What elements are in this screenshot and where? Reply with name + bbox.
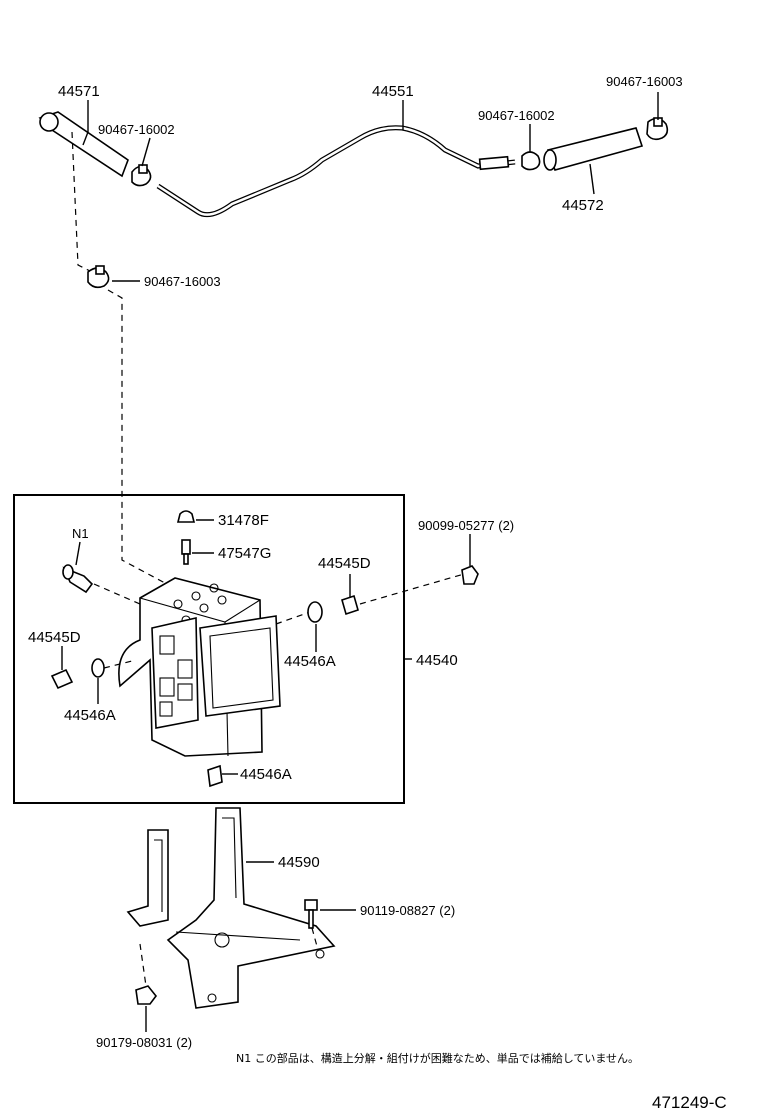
label-note-ref: N1	[72, 526, 89, 541]
label-bleeder: 47547G	[218, 545, 271, 562]
label-cap: 31478F	[218, 512, 269, 529]
label-hose-left: 44571	[58, 83, 100, 100]
label-hose-right: 44572	[562, 197, 604, 214]
gasket-right-part	[307, 601, 323, 623]
leader-n1	[75, 541, 81, 566]
label-actuator-assy: 44540	[416, 652, 458, 669]
leader-hose-right	[589, 163, 595, 195]
route-line-upper	[71, 131, 93, 273]
union-left-part	[50, 668, 74, 690]
clamp-top-right-part	[646, 117, 669, 141]
clamp-right-mid-part	[521, 151, 541, 171]
route-nut-right	[359, 573, 465, 605]
label-tube-main: 44551	[372, 83, 414, 100]
nut-bottom-part	[135, 985, 158, 1005]
label-nut-right: 90099-05277 (2)	[418, 518, 514, 533]
gasket-left-part	[91, 658, 105, 678]
label-gasket-left: 44546A	[64, 707, 116, 724]
route-nut-bottom	[139, 943, 147, 987]
label-nut-bottom: 90179-08031 (2)	[96, 1035, 192, 1050]
diagram-code: 471249-C	[652, 1093, 727, 1112]
label-bolt-right: 90119-08827 (2)	[360, 903, 455, 918]
label-gasket-right: 44546A	[284, 653, 336, 670]
label-bracket: 44590	[278, 854, 320, 871]
clamp-left-top-part	[131, 164, 152, 187]
route-bolt-right	[311, 927, 319, 951]
label-clamp-left-low: 90467-16003	[144, 274, 221, 289]
abs-actuator-body	[118, 577, 281, 757]
label-clamp-right-mid: 90467-16002	[478, 108, 555, 123]
route-line-lower	[107, 289, 179, 591]
bleeder-part	[181, 539, 191, 565]
bolt-right-part	[304, 899, 318, 929]
union-right-part	[341, 594, 359, 616]
label-union-left: 44545D	[28, 629, 81, 646]
bracket-part	[126, 807, 336, 1009]
sensor-n1-part	[62, 564, 94, 594]
label-clamp-top-right: 90467-16003	[606, 74, 683, 89]
hose-right-part	[543, 127, 644, 171]
tube-main-part	[156, 125, 516, 218]
nut-right-part	[461, 565, 479, 585]
cushion-part	[207, 764, 223, 788]
label-union-right: 44545D	[318, 555, 371, 572]
actuator-assembly-frame	[13, 494, 405, 804]
label-cushion: 44546A	[240, 766, 292, 783]
cap-part	[176, 510, 196, 523]
hose-left-part	[38, 111, 129, 178]
leader-clamp-left-top	[141, 137, 151, 167]
label-clamp-left-top: 90467-16002	[98, 122, 175, 137]
route-n1	[93, 583, 141, 605]
clamp-left-low-part	[87, 265, 110, 289]
footnote: N1 この部品は、構造上分解・組付けが困難なため、単品では補給していません。	[236, 1051, 639, 1065]
route-gasket-left	[103, 659, 137, 669]
route-gasket-right	[275, 611, 311, 625]
